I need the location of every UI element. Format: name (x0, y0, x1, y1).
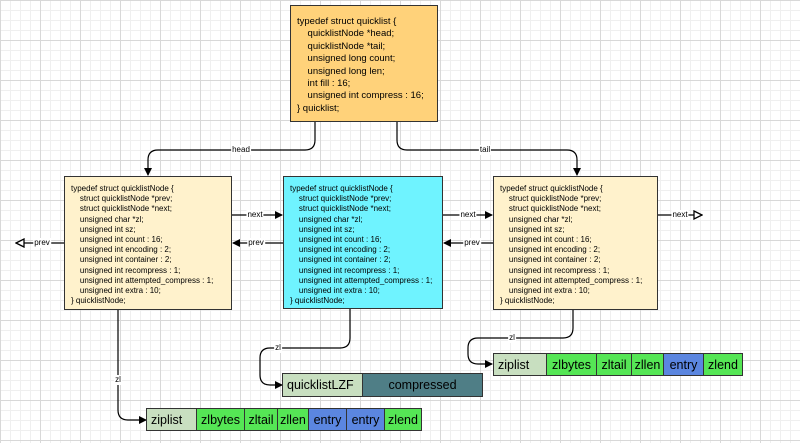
lzf-header: quicklistLZF (283, 374, 363, 396)
zlend-field: zlend (385, 409, 421, 430)
quicklist-struct-box: typedef struct quicklist { quicklistNode… (290, 5, 438, 122)
next-label-1: next (246, 210, 264, 220)
quicklist-node-box-3: typedef struct quicklistNode { struct qu… (493, 176, 658, 310)
head-label: head (231, 145, 251, 155)
zllen-field: zllen (278, 409, 309, 430)
zlend-field: zlend (704, 354, 742, 375)
quicklist-node-box-2: typedef struct quicklistNode { struct qu… (283, 176, 443, 309)
ziplist-right: ziplist zlbytes zltail zllen entry zlend (493, 353, 743, 376)
prev-label-2: prev (247, 238, 265, 248)
ziplist-bottom: ziplist zlbytes zltail zllen entry entry… (146, 408, 422, 431)
prev-label-3: prev (463, 238, 481, 248)
ziplist-header: ziplist (494, 354, 547, 375)
zlbytes-field: zlbytes (547, 354, 597, 375)
zllen-field: zllen (632, 354, 664, 375)
entry-field-2: entry (347, 409, 385, 430)
zl-edge-1 (117, 310, 147, 424)
zl-label-2: zl (274, 343, 282, 353)
zlbytes-field: zlbytes (197, 409, 245, 430)
tail-label: tail (478, 145, 492, 155)
next-label-2: next (459, 210, 477, 220)
prev-label-out: prev (33, 238, 51, 248)
zltail-field: zltail (245, 409, 278, 430)
zltail-field: zltail (597, 354, 632, 375)
next-label-out: next (671, 210, 689, 220)
zl-label-3: zl (508, 333, 516, 343)
quicklist-node-box-1: typedef struct quicklistNode { struct qu… (64, 176, 232, 310)
ziplist-header: ziplist (147, 409, 197, 430)
zl-edge-3 (467, 310, 574, 368)
zl-label-1: zl (114, 375, 122, 385)
zl-edge-2 (259, 309, 351, 389)
entry-field-1: entry (309, 409, 347, 430)
lzf-compressed: compressed (363, 374, 482, 396)
quicklist-lzf: quicklistLZF compressed (282, 373, 483, 397)
entry-field: entry (664, 354, 704, 375)
